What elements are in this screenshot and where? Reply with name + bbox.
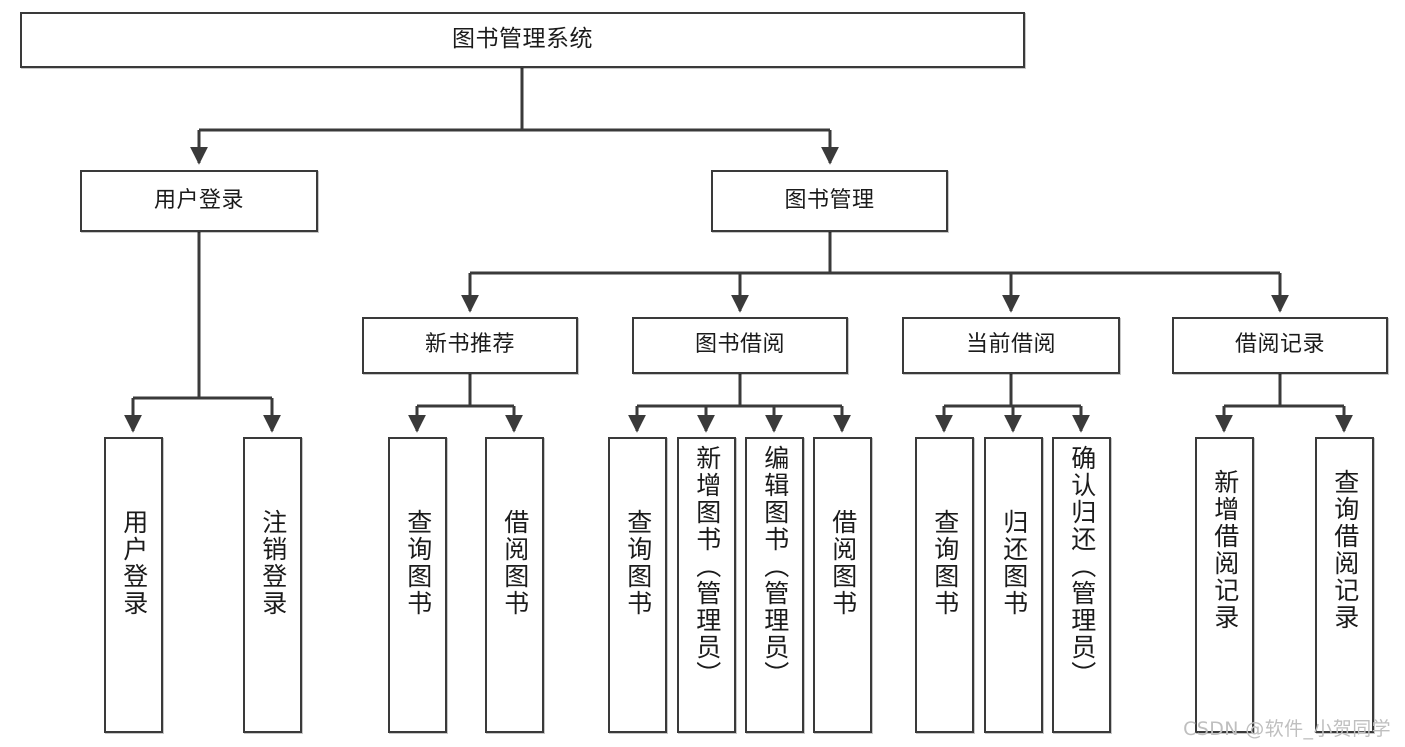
node-borrow-record[interactable]: 借阅记录 (1172, 317, 1388, 374)
node-book-manage[interactable]: 图书管理 (711, 170, 948, 232)
node-leaf-confirm-return-label: 确认归还（管理员） (1067, 445, 1097, 688)
node-leaf-add-book-label: 新增图书（管理员） (692, 445, 722, 688)
node-root[interactable]: 图书管理系统 (20, 12, 1025, 68)
node-leaf-confirm-return[interactable]: 确认归还（管理员） (1052, 437, 1111, 733)
node-leaf-query-book-1-label: 查询图书 (403, 509, 433, 617)
node-leaf-borrow-book-1[interactable]: 借阅图书 (485, 437, 544, 733)
node-current-borrow-label: 当前借阅 (965, 332, 1056, 358)
node-user-login-label: 用户登录 (153, 187, 244, 213)
node-book-manage-label: 图书管理 (784, 187, 875, 213)
node-new-book-recommend[interactable]: 新书推荐 (362, 317, 578, 374)
node-leaf-logout-label: 注销登录 (258, 509, 288, 617)
node-leaf-edit-book-label: 编辑图书（管理员） (760, 445, 790, 688)
node-leaf-logout[interactable]: 注销登录 (243, 437, 302, 733)
node-leaf-add-record[interactable]: 新增借阅记录 (1195, 437, 1254, 733)
node-leaf-query-record-label: 查询借阅记录 (1330, 469, 1360, 631)
node-leaf-user-login[interactable]: 用户登录 (104, 437, 163, 733)
node-leaf-borrow-book-2-label: 借阅图书 (828, 509, 858, 617)
node-leaf-query-book-3-label: 查询图书 (930, 509, 960, 617)
node-leaf-return-book[interactable]: 归还图书 (984, 437, 1043, 733)
node-leaf-query-book-2[interactable]: 查询图书 (608, 437, 667, 733)
node-leaf-borrow-book-1-label: 借阅图书 (500, 509, 530, 617)
node-book-borrow-label: 图书借阅 (694, 332, 785, 358)
node-current-borrow[interactable]: 当前借阅 (902, 317, 1120, 374)
node-leaf-borrow-book-2[interactable]: 借阅图书 (813, 437, 872, 733)
node-leaf-add-record-label: 新增借阅记录 (1210, 469, 1240, 631)
node-leaf-return-book-label: 归还图书 (999, 509, 1029, 617)
node-new-book-recommend-label: 新书推荐 (424, 332, 515, 358)
node-borrow-record-label: 借阅记录 (1234, 332, 1325, 358)
node-book-borrow[interactable]: 图书借阅 (632, 317, 848, 374)
node-user-login[interactable]: 用户登录 (80, 170, 318, 232)
node-leaf-user-login-label: 用户登录 (119, 509, 149, 617)
node-leaf-edit-book[interactable]: 编辑图书（管理员） (745, 437, 804, 733)
node-leaf-query-record[interactable]: 查询借阅记录 (1315, 437, 1374, 733)
node-leaf-query-book-2-label: 查询图书 (623, 509, 653, 617)
node-root-label: 图书管理系统 (452, 26, 593, 53)
watermark-text: CSDN @软件_小贺同学 (1183, 718, 1391, 740)
node-leaf-query-book-3[interactable]: 查询图书 (915, 437, 974, 733)
node-leaf-query-book-1[interactable]: 查询图书 (388, 437, 447, 733)
node-leaf-add-book[interactable]: 新增图书（管理员） (677, 437, 736, 733)
